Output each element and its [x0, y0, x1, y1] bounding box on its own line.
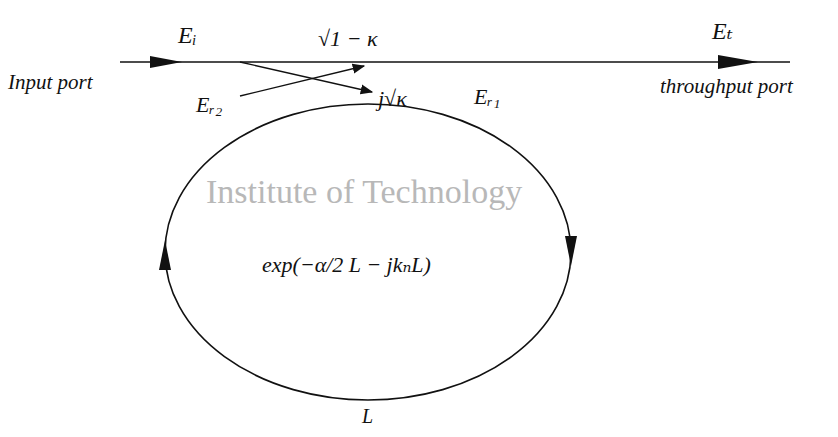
propagation-label: exp(−α/2 L − jkₙL) [262, 252, 431, 277]
input-arrow [150, 56, 182, 68]
field-label: Eᵣ₁ [474, 84, 501, 109]
recirculating-path [240, 66, 364, 96]
length-label: L [362, 405, 373, 428]
watermark: Institute of Technology [206, 172, 522, 211]
output-arrow [718, 55, 758, 69]
field-label: Eₜ [712, 18, 733, 46]
bus-waveguide [120, 61, 790, 63]
field-label: Eᵣ₂ [196, 92, 223, 117]
coefficient-label: √1 − κ [318, 26, 377, 51]
ring-waveguide [165, 104, 571, 400]
coupled-path [240, 62, 372, 92]
field-label: Eᵢ [178, 22, 196, 50]
port-label: throughput port [660, 74, 793, 98]
ring-arrow-up [159, 240, 171, 270]
port-label: Input port [8, 70, 93, 94]
coefficient-label: j√κ [378, 86, 407, 111]
ring-arrow-down [565, 236, 577, 266]
